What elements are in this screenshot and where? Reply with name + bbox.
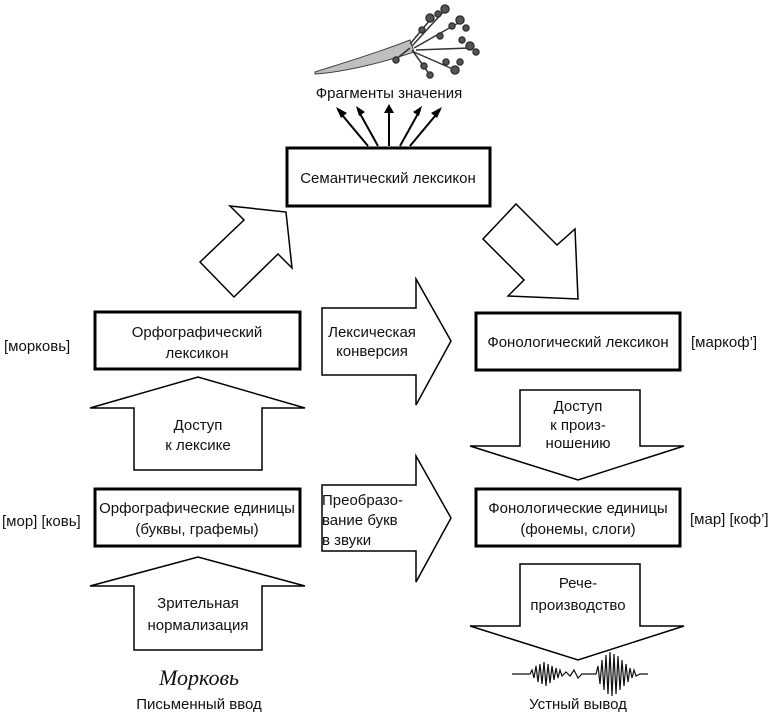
speech-production-arrow: Рече- производство [469,563,685,661]
svg-text:Семантический лексикон: Семантический лексикон [300,170,476,187]
svg-text:Преобразо-: Преобразо- [322,492,403,509]
svg-text:ношению: ношению [546,435,611,452]
handwritten-word: Морковь [158,665,239,690]
right-word-label: [маркоф’] [691,334,757,351]
phonological-units-box: Фонологические единицы (фонемы, слоги) [474,487,682,548]
lexical-access-arrow: Доступ к лексике [89,376,306,471]
svg-text:к произ-: к произ- [550,417,606,434]
svg-text:производство: производство [530,597,625,614]
svg-text:Лексическая: Лексическая [328,324,416,341]
svg-text:в звуки: в звуки [322,532,371,549]
semantic-to-phono-arrow [481,202,579,300]
left-word-label: [морковь] [4,338,70,355]
svg-text:Зрительная: Зрительная [157,595,239,612]
svg-text:Доступ: Доступ [174,417,223,434]
orthographic-lexicon-box: Орфографический лексикон [93,310,302,371]
svg-text:к лексике: к лексике [165,437,231,454]
left-syllables-label: [мор] [ковь] [2,513,81,530]
svg-text:Рече-: Рече- [559,575,597,592]
right-syllables-label: [мар] [коф’] [690,511,769,528]
meaning-fragment-arrows [336,104,442,147]
visual-normalization-arrow: Зрительная нормализация [89,556,306,651]
meaning-fragments-label: Фрагменты значения [316,85,462,102]
svg-text:нормализация: нормализация [147,617,248,634]
svg-text:(буквы, графемы): (буквы, графемы) [135,521,258,538]
svg-text:лексикон: лексикон [165,345,228,362]
svg-text:Фонологический лексикон: Фонологический лексикон [487,334,668,351]
phonological-lexicon-box: Фонологический лексикон [474,311,682,372]
svg-text:Фонологические единицы: Фонологические единицы [488,500,667,517]
lexical-conversion-arrow: Лексическая конверсия [321,276,452,406]
written-input-label: Письменный ввод [136,696,262,713]
semantic-lexicon-box: Семантический лексикон [285,146,492,208]
svg-text:Орфографические единицы: Орфографические единицы [99,500,295,517]
svg-text:вание букв: вание букв [322,512,398,529]
svg-text:конверсия: конверсия [336,343,408,360]
svg-text:Доступ: Доступ [554,398,603,415]
oral-output-label: Устный вывод [529,696,627,713]
orthographic-units-box: Орфографические единицы (буквы, графемы) [93,487,302,548]
svg-text:(фонемы, слоги): (фонемы, слоги) [520,521,635,538]
svg-text:Орфографический: Орфографический [132,324,263,341]
carrot-illustration [314,4,480,79]
ortho-to-semantic-arrow [198,205,293,299]
pronunciation-access-arrow: Доступ к произ- ношению [469,389,685,481]
waveform-icon [512,651,648,697]
letter-to-sound-arrow: Преобразо- вание букв в звуки [321,453,452,583]
